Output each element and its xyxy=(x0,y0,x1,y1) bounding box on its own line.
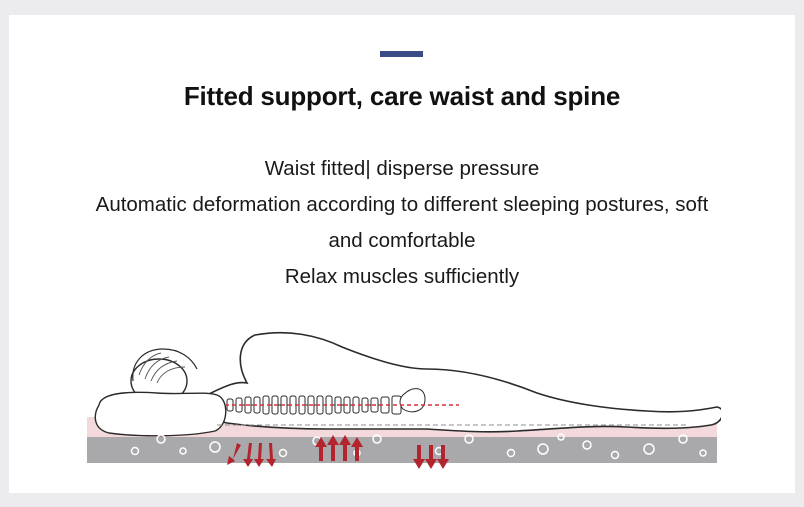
page-title: Fitted support, care waist and spine xyxy=(183,81,621,111)
hair-strands xyxy=(138,352,186,384)
hair xyxy=(132,348,198,382)
pelvis xyxy=(399,388,426,413)
description-line: Automatic deformation according to diffe… xyxy=(95,193,709,216)
pillow xyxy=(94,391,227,437)
pressure-arrows-waist xyxy=(315,435,363,461)
feature-description: Waist fitted| disperse pressure Automati… xyxy=(39,151,765,295)
description-line: Relax muscles sufficiently xyxy=(284,265,520,288)
mattress-base xyxy=(87,437,717,463)
mattress-illustration xyxy=(87,331,721,469)
pressure-arrows-hip xyxy=(413,445,449,469)
description-line: Waist fitted| disperse pressure xyxy=(264,157,540,180)
description-line: and comfortable xyxy=(328,229,476,252)
person-silhouette xyxy=(205,331,721,433)
accent-bar xyxy=(380,51,423,57)
pressure-arrows-shoulder xyxy=(227,443,276,467)
product-feature-panel: Fitted support, care waist and spine Wai… xyxy=(9,15,795,493)
